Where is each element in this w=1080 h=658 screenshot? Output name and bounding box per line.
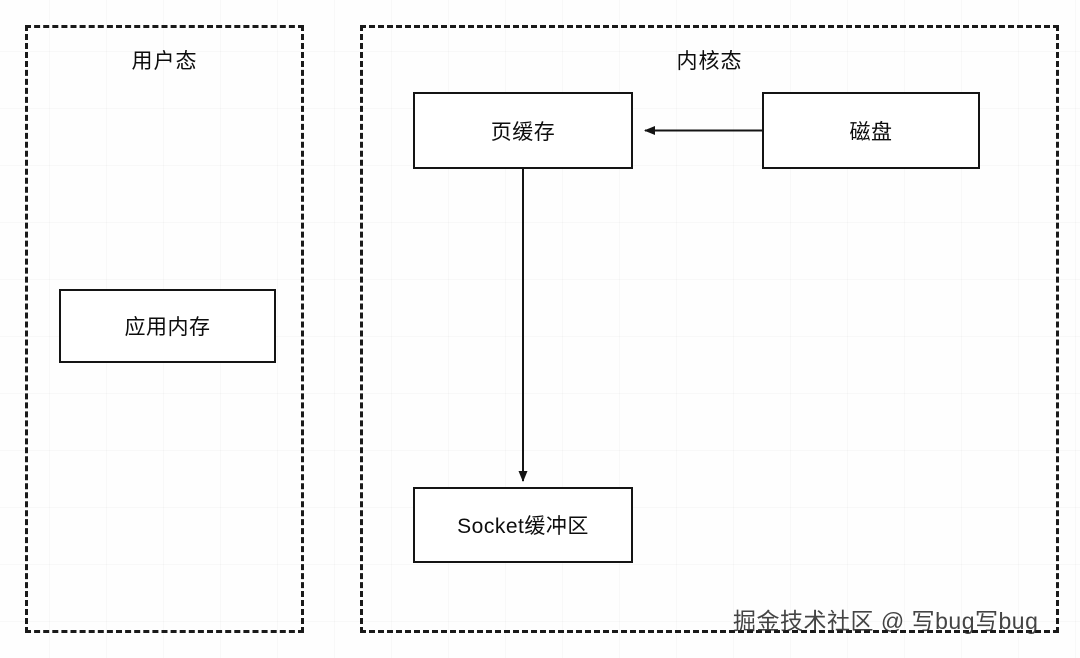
node-app-memory[interactable]: 应用内存 (59, 289, 276, 363)
node-socket-buffer-label: Socket缓冲区 (457, 515, 589, 538)
watermark: 掘金技术社区 @ 写bug写bug (733, 608, 1039, 634)
panel-kernel-mode-label: 内核态 (676, 50, 743, 73)
panel-user-mode: 用户态 (25, 25, 304, 633)
node-page-cache[interactable]: 页缓存 (413, 92, 633, 169)
node-disk[interactable]: 磁盘 (762, 92, 980, 169)
panel-user-mode-label: 用户态 (131, 50, 198, 73)
panel-kernel-mode: 内核态 (360, 25, 1059, 633)
node-socket-buffer[interactable]: Socket缓冲区 (413, 487, 633, 563)
node-disk-label: 磁盘 (849, 120, 893, 144)
node-app-memory-label: 应用内存 (124, 316, 211, 339)
node-page-cache-label: 页缓存 (490, 120, 556, 144)
